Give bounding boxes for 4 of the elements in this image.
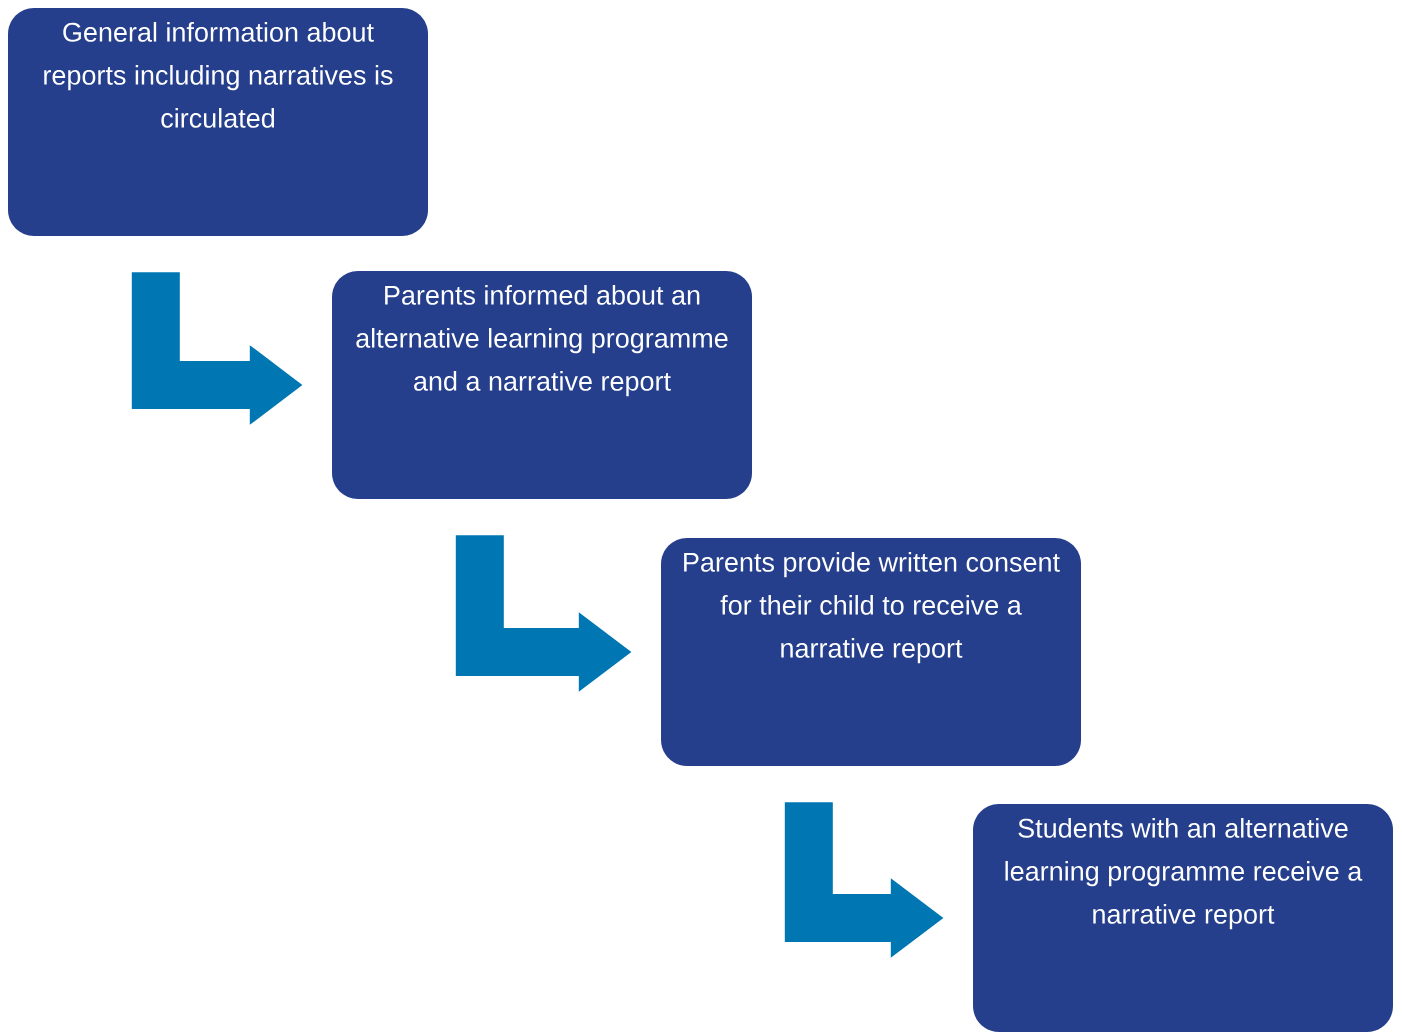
process-box: General information about reports including narratives is circulated [8,8,428,236]
process-box: Students with an alternative learning programme receive a narrative report [973,804,1393,1032]
process-box: Parents provide written consent for their child to receive a narrative report [661,538,1081,766]
process-box: Parents informed about an alternative learning programme and a narrative report [332,271,752,499]
